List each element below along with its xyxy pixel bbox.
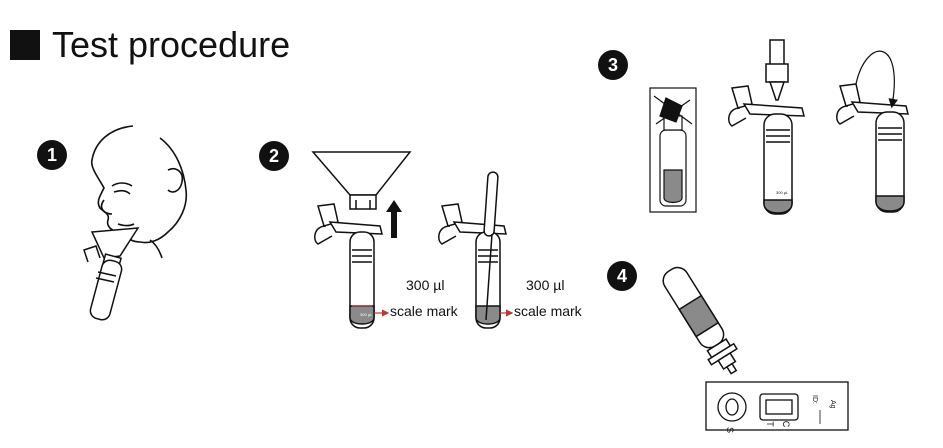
capped-tube-illustration: [835, 83, 909, 213]
step-1-badge: 1: [37, 140, 67, 170]
cassette-test-label: T: [765, 421, 775, 427]
dropper-tube-illustration: [727, 39, 805, 215]
tube-mark-step3: 300 µL: [776, 190, 789, 195]
collection-funnel-and-tube: [83, 227, 140, 321]
scale-label-a: scale mark: [390, 303, 459, 319]
title-square-bullet: [10, 30, 40, 60]
swab-illustration: [483, 171, 499, 321]
volume-label-a: 300 µl: [406, 277, 444, 293]
step-3-number: 3: [608, 55, 618, 75]
test-cassette: [705, 381, 849, 431]
step-2-number: 2: [269, 146, 279, 166]
volume-label-b: 300 µl: [526, 277, 564, 293]
step-1-number: 1: [47, 145, 57, 165]
step-2-badge: 2: [259, 141, 289, 171]
tube-a-mark: 300 µL: [360, 312, 373, 317]
cassette-id-label: ID:: [811, 395, 818, 404]
step-3-badge: 3: [598, 50, 628, 80]
step-4-number: 4: [617, 266, 627, 286]
cassette-control-label: C: [781, 421, 791, 428]
cap-close-arrow: [855, 50, 898, 109]
buffer-ampoule-illustration: [649, 87, 697, 213]
face-profile-illustration: [90, 125, 188, 259]
title-text: Test procedure: [52, 24, 291, 65]
dispensing-tube-illustration: [662, 266, 738, 375]
cassette-sample-label: S: [725, 427, 735, 433]
page-title: Test procedure: [10, 24, 290, 66]
scale-label-b: scale mark: [514, 303, 583, 319]
step-4: 4 S T C ID:: [607, 261, 849, 433]
step-3: 3: [598, 39, 909, 215]
step-4-badge: 4: [607, 261, 637, 291]
lift-arrow-icon: [386, 200, 402, 238]
step-1: 1: [37, 125, 188, 321]
extraction-tube-a: [313, 203, 383, 329]
step-2: 2: [259, 141, 583, 329]
cassette-ag-label: Ag: [829, 400, 836, 409]
funnel-illustration: [311, 151, 412, 210]
